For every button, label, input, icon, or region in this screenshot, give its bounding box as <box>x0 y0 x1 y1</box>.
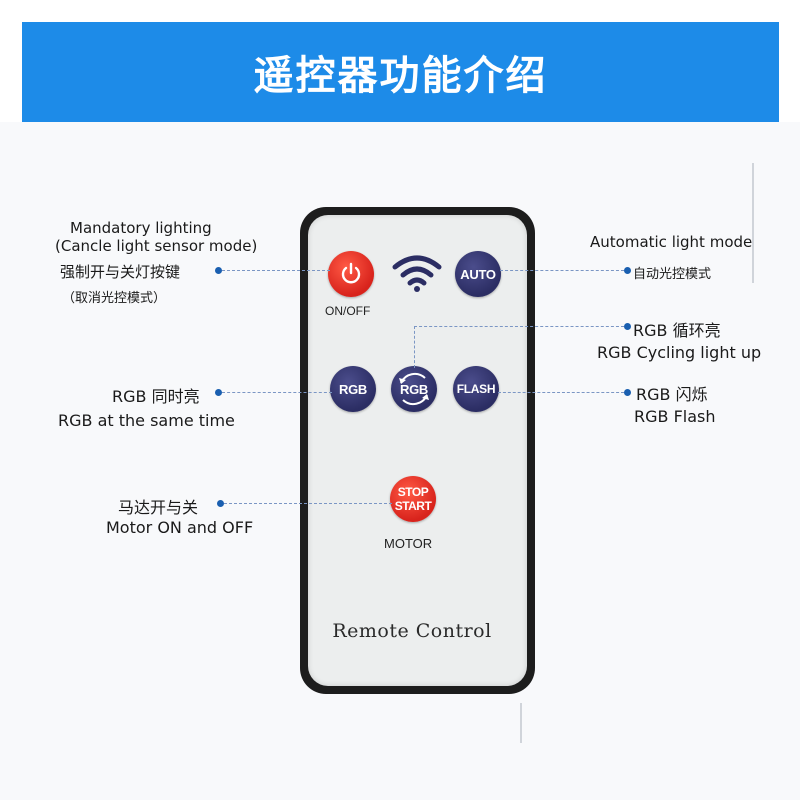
leader-line <box>222 392 332 393</box>
leader-line <box>224 503 392 504</box>
leader-line <box>498 392 624 393</box>
leader-line <box>414 326 624 327</box>
brand-text: Remote Control <box>332 620 492 642</box>
banner-title: 遥控器功能介绍 <box>253 53 548 99</box>
auto-mode-label-zh: 自动光控模式 <box>633 267 712 282</box>
leader-dot <box>624 267 631 274</box>
power-button[interactable] <box>328 251 374 297</box>
auto-button[interactable]: AUTO <box>455 251 501 297</box>
same-time-label-en: RGB at the same time <box>58 411 235 430</box>
stop-start-button[interactable]: STOP START <box>390 476 436 522</box>
power-icon <box>341 262 361 284</box>
mandatory-label-zh-2: （取消光控模式） <box>62 291 167 306</box>
leader-dot <box>217 500 224 507</box>
leader-line <box>414 326 415 368</box>
flash-button-label: FLASH <box>456 382 496 396</box>
rgb-cycle-button[interactable]: RGB <box>391 366 437 412</box>
motor-label-zh: 马达开与关 <box>118 498 199 517</box>
flash-button[interactable]: FLASH <box>453 366 499 412</box>
cycle-button-label: RGB <box>400 381 428 397</box>
mandatory-label-en-2: (Cancle light sensor mode) <box>55 237 258 255</box>
leader-dot <box>215 267 222 274</box>
stop-label: STOP <box>397 485 429 499</box>
leader-dot <box>624 323 631 330</box>
auto-mode-label-en: Automatic light mode <box>590 233 753 251</box>
start-label: START <box>394 499 432 513</box>
mandatory-label-zh-1: 强制开与关灯按键 <box>60 263 181 281</box>
flash-label-zh: RGB 闪烁 <box>636 385 708 404</box>
background-mark <box>520 703 522 743</box>
motor-caption: MOTOR <box>384 536 433 551</box>
leader-line <box>222 270 330 271</box>
cycle-arrows-icon <box>399 373 429 405</box>
flash-label-en: RGB Flash <box>634 407 716 426</box>
leader-dot <box>215 389 222 396</box>
auto-button-label: AUTO <box>460 266 496 282</box>
cycling-label-zh: RGB 循环亮 <box>633 321 721 340</box>
leader-dot <box>624 389 631 396</box>
title-banner: 遥控器功能介绍 <box>22 22 779 122</box>
power-caption: ON/OFF <box>325 304 371 318</box>
mandatory-label-en-1: Mandatory lighting <box>70 219 212 237</box>
wifi-signal-icon <box>392 255 442 292</box>
rgb-button-label: RGB <box>339 381 367 397</box>
cycling-label-en: RGB Cycling light up <box>597 343 762 362</box>
motor-label-en: Motor ON and OFF <box>106 518 254 537</box>
leader-line <box>500 270 624 271</box>
rgb-same-time-button[interactable]: RGB <box>330 366 376 412</box>
background-mark <box>752 163 754 283</box>
same-time-label-zh: RGB 同时亮 <box>112 387 200 406</box>
